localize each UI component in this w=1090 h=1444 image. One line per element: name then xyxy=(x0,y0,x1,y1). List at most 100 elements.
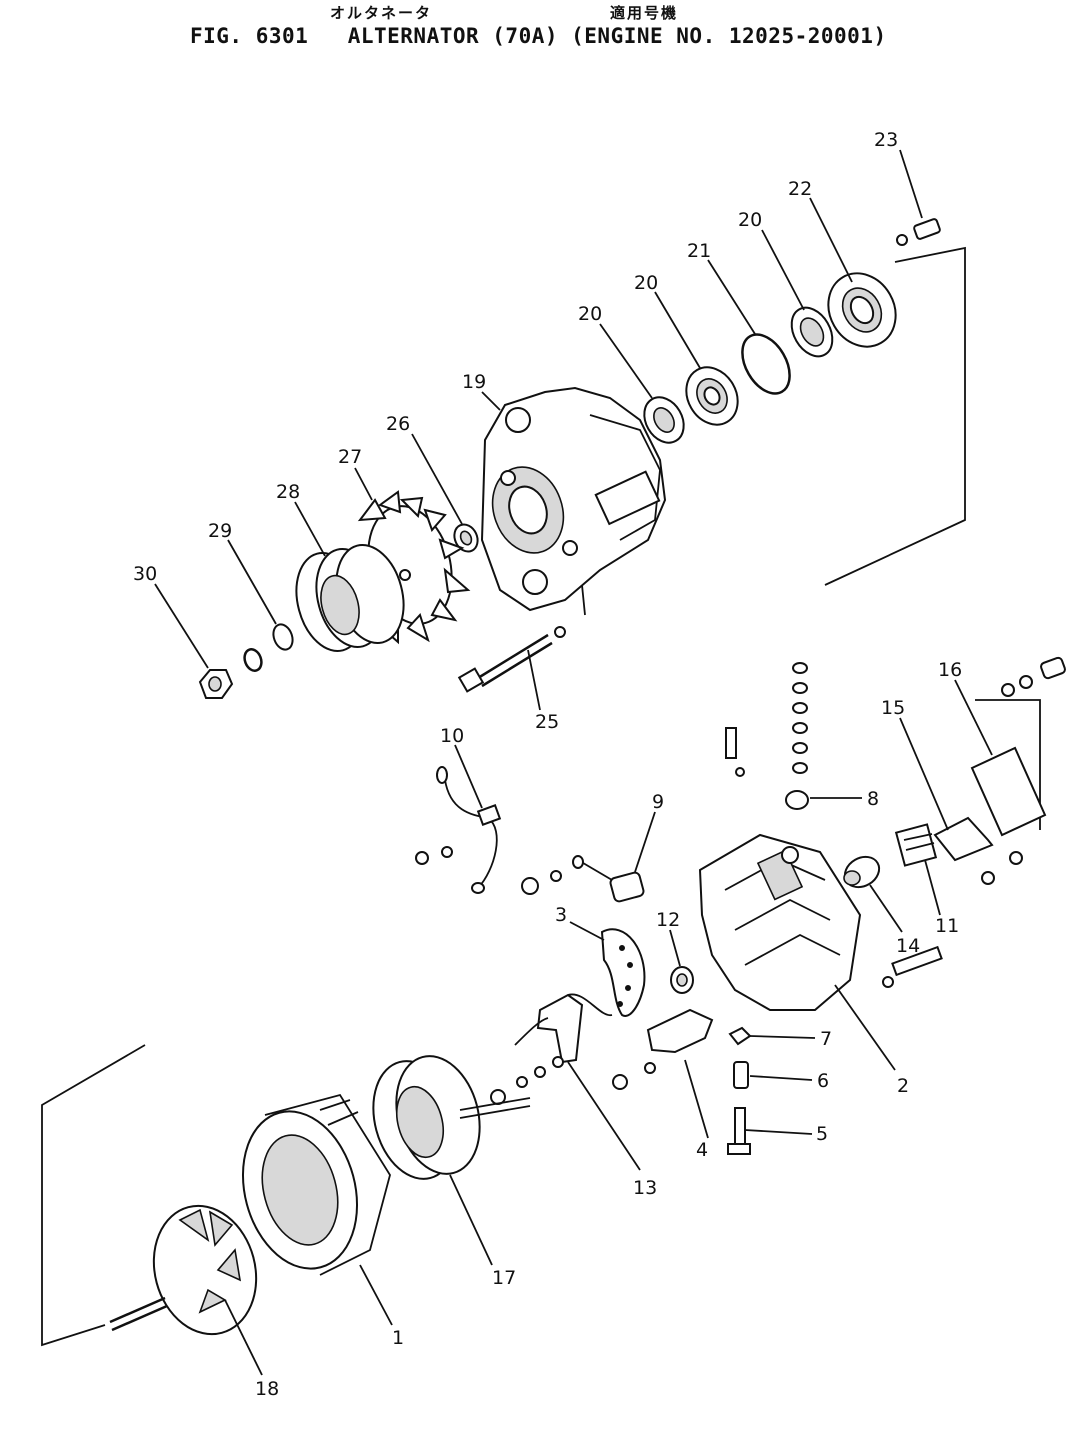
leader-26 xyxy=(411,433,463,525)
washer-stack-8 xyxy=(785,662,809,810)
callout-6: 6 xyxy=(817,1070,829,1092)
japanese-applicability-label: 適用号機 xyxy=(610,4,679,22)
leader-3 xyxy=(569,921,605,941)
leader-20b xyxy=(599,323,653,399)
callout-13: 13 xyxy=(633,1177,657,1199)
terminal-9 xyxy=(521,855,645,903)
front-housing-19 xyxy=(480,386,667,612)
through-bolt-25 xyxy=(457,626,566,693)
leader-12 xyxy=(669,929,681,967)
callout-25: 25 xyxy=(535,711,559,733)
assembly-line-cover xyxy=(975,699,1041,830)
callout-3: 3 xyxy=(555,904,567,926)
rear-housing-2 xyxy=(698,833,862,1011)
bearing-21 xyxy=(685,366,739,426)
bracket-4 xyxy=(612,1008,714,1090)
callout-18: 18 xyxy=(255,1378,279,1400)
leader-9 xyxy=(634,811,656,873)
callout-7: 7 xyxy=(820,1028,832,1050)
callout-14: 14 xyxy=(896,935,920,957)
bearing-retainer-23 xyxy=(827,272,897,348)
callout-15: 15 xyxy=(881,697,905,719)
callout-12: 12 xyxy=(656,909,680,931)
lead-wire-10 xyxy=(415,766,502,894)
rotor-18 xyxy=(109,1204,258,1336)
leader-18 xyxy=(224,1299,263,1376)
leader-27 xyxy=(354,467,373,501)
diode-assembly-13 xyxy=(490,993,613,1105)
leader-13 xyxy=(567,1061,641,1171)
bearing-20-front xyxy=(643,396,685,444)
leader-4 xyxy=(684,1059,709,1139)
assembly-line-rear xyxy=(824,246,966,586)
leader-22 xyxy=(707,259,756,335)
pulley-28 xyxy=(295,543,405,653)
leader-29 xyxy=(227,539,277,625)
leader-16 xyxy=(954,679,993,756)
leader-15 xyxy=(899,717,949,831)
spacer-26 xyxy=(453,523,479,553)
callout-29: 29 xyxy=(208,520,232,542)
bushing-14 xyxy=(843,855,881,889)
nut-30 xyxy=(198,669,234,699)
leader-28 xyxy=(294,501,326,557)
stator-1 xyxy=(241,1093,391,1276)
leader-25 xyxy=(527,649,541,711)
stator-coil-17 xyxy=(372,1055,531,1180)
callout-24: 23 xyxy=(874,129,898,151)
callout-1: 1 xyxy=(392,1327,404,1349)
leader-11 xyxy=(924,859,941,916)
callout-22: 21 xyxy=(687,240,711,262)
callout-10: 10 xyxy=(440,725,464,747)
bearing-20-rear xyxy=(790,306,834,358)
nut-7 xyxy=(728,1026,752,1046)
callout-16: 16 xyxy=(938,659,962,681)
leader-23 xyxy=(809,197,853,283)
callout-30: 30 xyxy=(133,563,157,585)
terminal-bolt-5 xyxy=(727,1107,751,1155)
leader-1 xyxy=(359,1264,393,1326)
callout-28: 28 xyxy=(276,481,300,503)
regulator-15 xyxy=(933,816,1023,885)
callout-26: 26 xyxy=(386,413,410,435)
callout-17: 17 xyxy=(492,1267,516,1289)
washer-29 xyxy=(272,623,294,651)
assembly-line-front xyxy=(41,1044,146,1347)
leader-10 xyxy=(454,744,483,809)
callout-5: 5 xyxy=(816,1123,828,1145)
screw-lower xyxy=(882,945,943,988)
callout-9: 9 xyxy=(652,791,664,813)
callout-20-rear: 20 xyxy=(738,209,762,231)
leader-5 xyxy=(744,1129,813,1135)
brush-holder-3 xyxy=(600,928,646,1017)
brush-11 xyxy=(894,823,938,867)
leader-2 xyxy=(834,984,896,1071)
spring-washer xyxy=(243,648,263,672)
callout-4: 4 xyxy=(696,1139,708,1161)
callout-21: 20 xyxy=(634,272,658,294)
callout-20-front: 20 xyxy=(578,303,602,325)
leader-6 xyxy=(749,1075,813,1081)
callout-2: 2 xyxy=(897,1075,909,1097)
rear-cover-16 xyxy=(970,656,1066,837)
callout-23: 22 xyxy=(788,178,812,200)
leader-20a xyxy=(761,229,805,311)
callout-19: 19 xyxy=(462,371,486,393)
leader-17 xyxy=(449,1174,493,1266)
leader-19 xyxy=(481,391,501,411)
callout-11: 11 xyxy=(935,915,959,937)
leader-7 xyxy=(749,1035,816,1039)
leader-21 xyxy=(654,291,701,369)
nut-12 xyxy=(670,966,694,994)
leader-30 xyxy=(154,583,209,669)
leader-14 xyxy=(869,884,903,933)
leader-24 xyxy=(899,149,923,219)
screw-upper xyxy=(725,727,745,777)
insulator-6 xyxy=(733,1061,749,1089)
o-ring-22 xyxy=(741,333,791,395)
callout-8: 8 xyxy=(867,788,879,810)
japanese-part-name: オルタネータ xyxy=(330,4,433,22)
screw-24 xyxy=(896,218,941,246)
